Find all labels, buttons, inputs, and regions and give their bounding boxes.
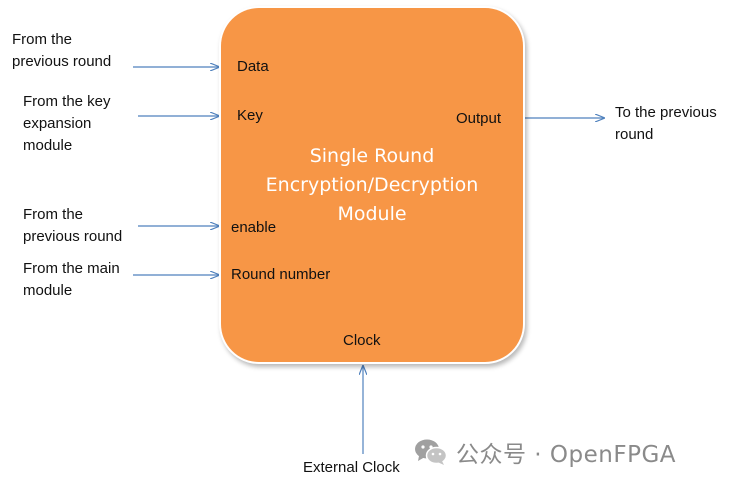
source-key: From the key expansion module <box>23 93 111 154</box>
wechat-icon <box>414 438 448 466</box>
port-output: Output <box>456 110 502 127</box>
source-round-number: From the main module <box>23 260 120 299</box>
source-enable: From the previous round <box>23 206 123 245</box>
module-title: Single Round Encryption/Decryption Modul… <box>265 145 479 225</box>
port-key: Key <box>237 107 263 124</box>
watermark-text: 公众号 · OpenFPGA <box>456 442 677 468</box>
source-clock: External Clock <box>303 459 400 476</box>
port-clock: Clock <box>343 332 381 349</box>
destination-output: To the previous round <box>615 104 717 143</box>
port-enable: enable <box>231 219 277 236</box>
port-round-number: Round number <box>231 266 331 283</box>
port-data: Data <box>237 58 269 75</box>
watermark: 公众号 · OpenFPGA <box>414 435 676 469</box>
round-module-box <box>221 8 523 362</box>
source-data: From the previous round <box>12 31 112 70</box>
